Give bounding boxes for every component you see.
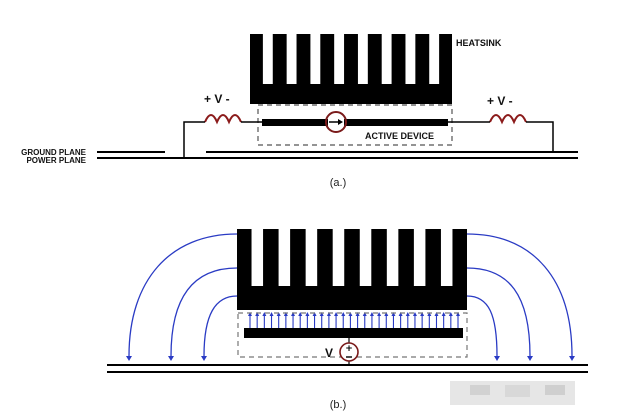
field-arrowhead xyxy=(355,312,360,316)
inductor-right-icon xyxy=(489,114,527,125)
field-arrowhead xyxy=(398,312,403,316)
heatsink-slot xyxy=(357,33,368,84)
field-arrowhead xyxy=(456,312,460,316)
field-arrowhead xyxy=(255,312,260,316)
field-arrowhead xyxy=(412,312,417,316)
field-arrowhead xyxy=(441,312,446,316)
heatsink-slot xyxy=(386,228,399,286)
right-voltage-label: + V - xyxy=(487,94,513,108)
heatsink-label: HEATSINK xyxy=(456,38,502,48)
heatsink-slot xyxy=(405,33,416,84)
blurred-watermark xyxy=(450,381,575,405)
heatsink-b xyxy=(237,228,467,310)
heatsink-slot xyxy=(381,33,392,84)
field-arrowhead xyxy=(341,312,346,316)
left-voltage-label: + V - xyxy=(204,92,230,106)
field-arrowhead xyxy=(305,312,310,316)
wire-left xyxy=(183,121,205,157)
heatsink-slot xyxy=(429,33,440,84)
field-arrowhead xyxy=(384,312,389,316)
caption-a: (a.) xyxy=(330,177,347,189)
field-arrowhead xyxy=(434,312,439,316)
voltage-source-icon: + xyxy=(339,342,359,362)
inductor-left-icon xyxy=(204,114,242,125)
field-arrowhead xyxy=(276,312,281,316)
field-arrowhead xyxy=(391,312,396,316)
field-arrowhead xyxy=(269,312,274,316)
ground-plane-label: GROUND PLANE xyxy=(21,148,87,157)
active-device-label: ACTIVE DEVICE xyxy=(365,131,434,141)
heatsink-slot xyxy=(305,228,318,286)
heatsink-slot xyxy=(440,228,453,286)
heatsink-a xyxy=(250,33,452,104)
field-arrowheads xyxy=(126,356,575,361)
field-arrowhead xyxy=(319,312,324,316)
field-arrowhead xyxy=(362,312,367,316)
field-arrowhead xyxy=(283,312,288,316)
heatsink-slot xyxy=(332,228,345,286)
field-arrowhead xyxy=(291,312,296,316)
field-arrowhead xyxy=(262,312,267,316)
svg-text:+: + xyxy=(345,344,353,354)
device-bar-right xyxy=(344,119,448,126)
field-arrowhead xyxy=(326,312,331,316)
field-arrowhead xyxy=(369,312,374,316)
heatsink-slot xyxy=(278,228,291,286)
field-arrowhead xyxy=(248,312,252,316)
wire-right xyxy=(526,121,554,152)
device-plate xyxy=(244,328,463,338)
current-source-icon xyxy=(325,111,347,133)
heatsink-slot xyxy=(310,33,321,84)
field-arrowhead xyxy=(427,312,432,316)
caption-b: (b.) xyxy=(330,399,347,411)
heatsink-slot xyxy=(359,228,372,286)
heatsink-slot xyxy=(413,228,426,286)
power-plane-label: POWER PLANE xyxy=(26,156,86,165)
field-arrowhead xyxy=(312,312,317,316)
heatsink-slot xyxy=(334,33,345,84)
field-arrowhead xyxy=(420,312,425,316)
field-arrowhead xyxy=(334,312,339,316)
heatsink-slot xyxy=(286,33,297,84)
field-arrowhead xyxy=(348,312,353,316)
vertical-field-arrows xyxy=(248,312,460,328)
device-bar-left xyxy=(262,119,328,126)
heatsink-slot xyxy=(251,228,264,286)
field-arrowhead xyxy=(405,312,410,316)
field-arrowhead xyxy=(448,312,453,316)
field-arrowhead xyxy=(298,312,303,316)
field-arrowhead xyxy=(377,312,382,316)
source-voltage-label: V xyxy=(325,346,333,360)
field-lines xyxy=(128,233,573,357)
heatsink-slot xyxy=(262,33,273,84)
